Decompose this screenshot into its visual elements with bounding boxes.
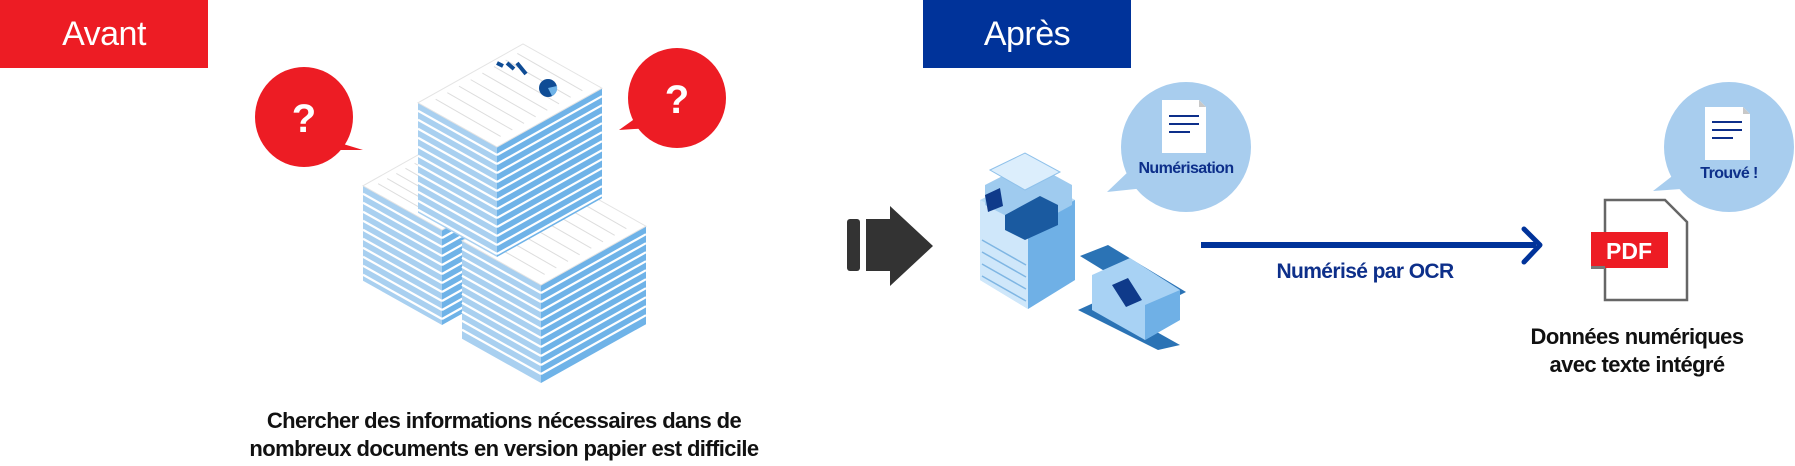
before-label: Avant xyxy=(0,0,208,68)
document-icon xyxy=(1705,107,1750,160)
paper-document-stacks xyxy=(361,43,648,383)
before-caption-line2: nombreux documents en version papier est… xyxy=(249,436,759,461)
found-speech-bubble xyxy=(1653,82,1794,212)
question-bubble-right: ? xyxy=(619,48,726,148)
scan-bubble-text: Numérisation xyxy=(1138,160,1234,177)
document-scanner-icon xyxy=(1078,245,1186,350)
pdf-label: PDF xyxy=(1606,238,1652,264)
paper-stack-icon xyxy=(416,43,604,257)
ocr-arrow-label: Numérisé par OCR xyxy=(1276,260,1454,283)
multifunction-copier-icon xyxy=(980,152,1075,309)
after-caption-line1: Données numériques xyxy=(1530,324,1745,349)
after-label: Après xyxy=(923,0,1131,68)
question-mark-icon: ? xyxy=(665,78,689,122)
question-mark-icon: ? xyxy=(292,97,316,141)
ocr-arrow-icon xyxy=(1201,226,1543,265)
after-caption: Données numériques avec texte intégré xyxy=(1530,323,1745,379)
document-icon xyxy=(1162,100,1206,153)
transition-arrow-icon xyxy=(847,206,933,286)
paper-stack-icon xyxy=(460,181,648,383)
before-caption: Chercher des informations nécessaires da… xyxy=(249,407,759,463)
pdf-file-icon: PDF xyxy=(1591,198,1689,302)
found-bubble-text: Trouvé ! xyxy=(1700,165,1758,182)
before-caption-line1: Chercher des informations nécessaires da… xyxy=(266,408,742,433)
after-caption-line2: avec texte intégré xyxy=(1549,352,1725,377)
question-bubble-left: ? xyxy=(255,67,363,167)
scan-speech-bubble xyxy=(1107,82,1251,212)
